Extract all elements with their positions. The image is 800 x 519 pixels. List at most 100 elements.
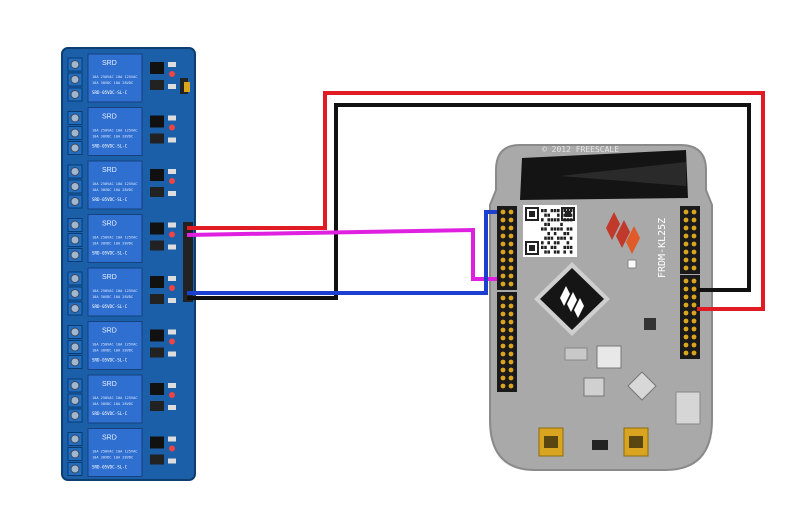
screw-icon — [70, 143, 80, 153]
pin — [508, 303, 514, 309]
pin — [683, 286, 689, 292]
resistor — [168, 169, 176, 174]
screw-icon — [70, 434, 80, 444]
wires — [186, 91, 765, 311]
frdm-board: © 2012 FREESCALE FRDM-KL25Z — [489, 144, 713, 471]
pin — [500, 273, 506, 279]
relay-module: SRD 10A 250VAC 10A 125VAC 10A 30VDC 10A 28… — [61, 47, 196, 481]
relay-rating-2: 10A 30VDC 10A 28VDC — [92, 295, 133, 299]
screw-icon — [70, 197, 80, 206]
screw-icon — [70, 60, 80, 69]
pin — [683, 294, 689, 300]
pin — [691, 241, 697, 247]
relay-rating-1: 10A 250VAC 10A 125VAC — [92, 182, 137, 186]
pin — [691, 217, 697, 223]
screw-icon — [70, 464, 80, 474]
pin — [500, 225, 506, 231]
pin — [683, 334, 689, 340]
transistor — [150, 80, 164, 90]
pin — [508, 217, 514, 223]
pin — [691, 286, 697, 292]
pin — [691, 318, 697, 324]
resistor — [168, 222, 176, 228]
screw-icon — [70, 449, 80, 459]
led — [169, 285, 175, 291]
pin — [500, 343, 506, 349]
optocoupler — [150, 383, 164, 395]
relay-brand: SRD — [102, 381, 117, 388]
transistor — [150, 454, 164, 465]
pin — [508, 265, 514, 271]
relay-model: SRD-05VDC-SL-C — [92, 465, 128, 470]
usb-connector-icon — [538, 427, 564, 457]
pin — [683, 302, 689, 308]
pin — [508, 281, 514, 287]
screw-icon — [70, 167, 80, 176]
relay-rating-2: 10A 30VDC 10A 28VDC — [92, 135, 133, 139]
screw-icon — [70, 75, 80, 84]
relay-body — [87, 321, 143, 370]
relay-brand: SRD — [102, 114, 117, 121]
transistor — [150, 240, 164, 251]
reset-button — [592, 440, 608, 450]
pin — [508, 375, 514, 381]
touch-slider-highlight — [560, 162, 686, 186]
pin — [691, 310, 697, 316]
resistor — [168, 405, 176, 410]
optocoupler — [150, 115, 164, 128]
resistor — [168, 458, 176, 464]
screw-icon — [70, 220, 80, 230]
screw-icon — [70, 274, 80, 283]
pin — [683, 350, 689, 356]
resistor — [168, 276, 176, 281]
screw-icon — [70, 396, 80, 405]
relay-model: SRD-05VDC-SL-C — [92, 144, 128, 149]
chip-u1 — [583, 377, 605, 397]
pin — [683, 265, 689, 271]
pin — [508, 273, 514, 279]
mcu-logo-icon — [560, 286, 584, 318]
jumper-cap — [184, 82, 190, 92]
pin — [691, 233, 697, 239]
optocoupler — [150, 222, 164, 235]
relay-rating-1: 10A 250VAC 10A 125VAC — [92, 450, 137, 454]
pin — [508, 257, 514, 263]
chip-u2 — [596, 345, 622, 369]
pin — [691, 350, 697, 356]
screw-icon — [70, 90, 80, 99]
wire-magenta — [186, 227, 497, 281]
resistor — [168, 191, 176, 196]
qr-code-icon — [523, 205, 577, 257]
pin-header — [497, 206, 517, 290]
optocoupler — [150, 436, 164, 449]
screw-icon — [70, 113, 80, 123]
relay-rating-1: 10A 250VAC 10A 125VAC — [92, 289, 137, 293]
resistor — [168, 436, 176, 442]
screw-icon — [70, 235, 80, 245]
relay-channels: SRD 10A 250VAC 10A 125VAC 10A 30VDC 10A 28… — [67, 53, 176, 477]
pin — [500, 383, 506, 389]
pin — [500, 217, 506, 223]
transistor — [150, 133, 164, 144]
led — [169, 178, 175, 184]
screw-icon — [70, 327, 80, 337]
pin — [508, 367, 514, 373]
relay-rating-1: 10A 250VAC 10A 125VAC — [92, 236, 137, 240]
pin — [691, 302, 697, 308]
chip-sdram — [627, 371, 657, 401]
pin — [683, 257, 689, 263]
pin — [500, 311, 506, 317]
screw-icon — [70, 304, 80, 313]
relay-body — [87, 214, 143, 263]
optocoupler — [150, 329, 164, 342]
mcu-chip — [534, 262, 610, 336]
relay-rating-2: 10A 30VDC 10A 28VDC — [92, 456, 133, 460]
relay-model: SRD-05VDC-SL-C — [92, 304, 128, 309]
screw-icon — [70, 182, 80, 191]
pin — [500, 335, 506, 341]
pin — [508, 351, 514, 357]
